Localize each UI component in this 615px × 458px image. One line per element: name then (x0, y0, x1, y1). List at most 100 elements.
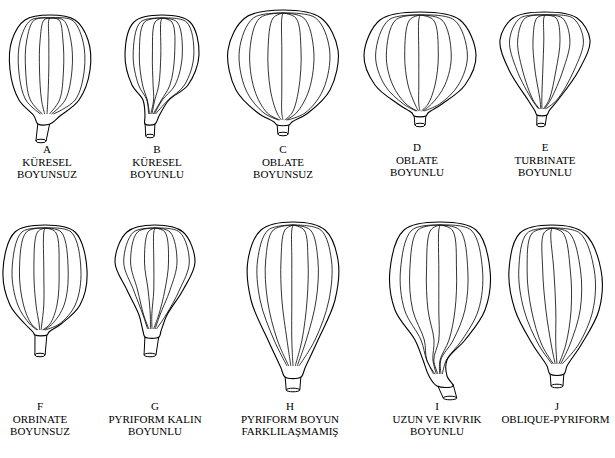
fig-rib (291, 225, 293, 366)
fig-rib (552, 228, 596, 364)
fig-eye (35, 353, 45, 357)
fig-drawing (228, 10, 339, 136)
letter-label: A (41, 143, 53, 155)
shape-label: KÜRESEL BOYUNLU (128, 156, 186, 180)
fig-drawing (247, 222, 339, 392)
fig-rib (50, 18, 73, 114)
fig-rib (551, 228, 557, 364)
fig-rib (155, 18, 193, 114)
shape-label: UZUN VE KIVRIK BOYUNLU (390, 413, 484, 437)
fig-outline (247, 222, 339, 379)
fig-drawing (9, 15, 90, 143)
fig-outline (9, 15, 90, 125)
fig-rib (152, 228, 155, 329)
fig-eye (443, 396, 457, 400)
shape-label: ORBINATE BOYUNSUZ (8, 413, 72, 437)
fig-rib (405, 15, 420, 111)
fig-outline (500, 12, 590, 116)
fig-rib (250, 13, 283, 120)
fig-rib (257, 225, 293, 366)
fig-drawing (509, 225, 603, 388)
shape-label: OBLATE BOYUNSUZ (251, 156, 315, 180)
fig-rib (386, 15, 420, 111)
fig-rib (139, 18, 162, 114)
fig-drawing (364, 12, 476, 127)
fig-rib (19, 228, 45, 330)
fig-rib (18, 18, 50, 114)
shape-label: OBLATE BOYUNLU (388, 154, 446, 178)
fig-outline (115, 225, 195, 338)
fig-eye (537, 123, 546, 127)
fig-rib (293, 225, 332, 366)
fig-rib (420, 15, 467, 111)
fig-rib (265, 225, 293, 366)
fig-rib (44, 228, 68, 330)
fig-rib (268, 13, 283, 120)
fig-rib (133, 18, 162, 114)
fig-outline (364, 12, 476, 117)
fig-rib (155, 228, 189, 329)
fig-rib (283, 13, 301, 120)
fig-rib (281, 13, 283, 120)
fig-rib (552, 228, 582, 364)
letter-label: I (433, 400, 441, 412)
fig-rib (124, 228, 155, 329)
fig-eye (278, 132, 288, 136)
fig-rib (545, 15, 583, 109)
fig-eye (286, 388, 300, 392)
fig-drawing (125, 15, 199, 138)
fig-rib (45, 228, 81, 330)
fig-rib (49, 18, 63, 114)
shape-label: OBLIQUE-PYRIFORM (499, 413, 612, 425)
fig-rib (131, 228, 155, 329)
fig-rib (50, 18, 85, 114)
letter-label: G (149, 400, 161, 412)
fig-rib (410, 225, 440, 374)
letter-label: E (540, 141, 551, 153)
fig-rib (418, 15, 420, 111)
fig-rib (155, 228, 177, 329)
fig-drawing (500, 12, 590, 127)
fig-rib (527, 228, 553, 364)
fig-rib (518, 15, 545, 109)
fig-rib (542, 15, 545, 109)
fig-rib (440, 225, 468, 374)
fig-outline (3, 225, 87, 336)
fig-rib (293, 225, 318, 366)
fig-eye (36, 139, 46, 143)
letter-label: J (553, 400, 562, 412)
fig-outline (390, 222, 491, 388)
fig-outline (228, 10, 339, 126)
fig-eye (415, 123, 425, 127)
shape-label: PYRIFORM KALIN BOYUNLU (108, 413, 203, 437)
fig-rib (509, 15, 545, 109)
fig-rib (519, 228, 552, 364)
fig-rib (12, 228, 45, 330)
fig-rib (440, 225, 483, 374)
fig-rib (283, 13, 330, 120)
fig-rib (434, 225, 440, 374)
fig-eye (144, 353, 156, 357)
fig-rib (283, 13, 314, 120)
fig-outline (509, 225, 603, 375)
fig-rib (533, 15, 545, 109)
fig-rib (543, 15, 560, 109)
fig-rib (39, 18, 50, 114)
fig-drawing (115, 225, 195, 357)
fig-rib (281, 225, 293, 366)
letter-label: F (35, 400, 46, 412)
fig-outline (125, 15, 199, 125)
fig-rib (25, 18, 50, 114)
fig-rib (420, 15, 438, 111)
letter-label: D (411, 141, 423, 153)
fig-rib (400, 225, 440, 374)
fig-rib (41, 228, 45, 330)
fig-rib (542, 228, 555, 364)
letter-label: B (151, 143, 163, 155)
fig-rib (151, 18, 162, 114)
fig-rib (552, 228, 572, 364)
fig-rib (42, 228, 59, 330)
fig-rib (153, 18, 175, 114)
